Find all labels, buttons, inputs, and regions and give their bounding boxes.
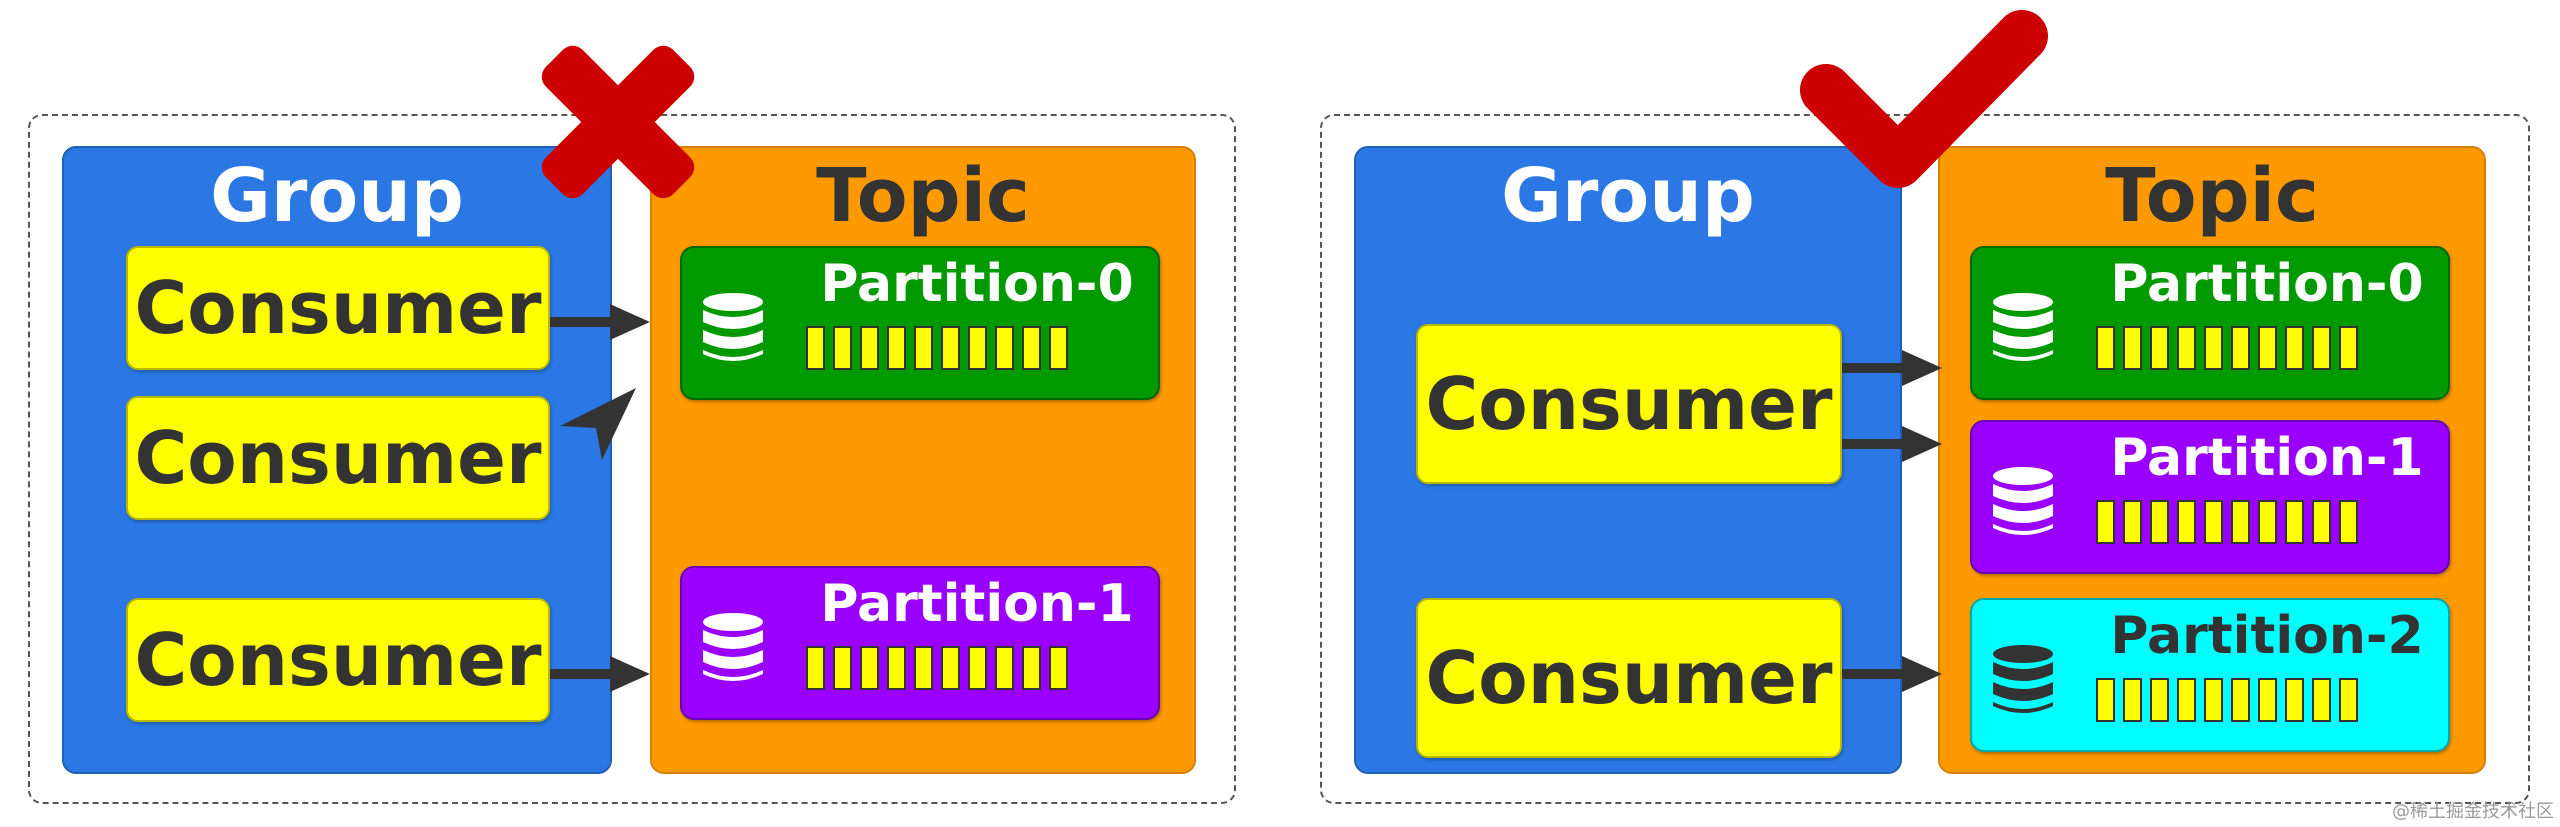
message-cell <box>995 646 1014 690</box>
right-partition-2: Partition-2 <box>1970 598 2450 752</box>
message-cell <box>2204 326 2223 370</box>
message-cell <box>2285 500 2304 544</box>
message-cell <box>968 326 987 370</box>
message-cell <box>2285 326 2304 370</box>
message-cell <box>860 646 879 690</box>
right-partition-0: Partition-0 <box>1970 246 2450 400</box>
message-cell <box>833 326 852 370</box>
message-cell <box>2258 678 2277 722</box>
message-cell <box>941 646 960 690</box>
partition-label: Partition-1 <box>820 574 1134 634</box>
message-cell <box>2231 678 2250 722</box>
arrow-consumer1-to-partition1 <box>1842 426 1942 462</box>
right-topic-title: Topic <box>2105 153 2319 239</box>
database-icon <box>703 293 763 361</box>
message-cell <box>2123 678 2142 722</box>
message-cell <box>2177 500 2196 544</box>
left-partition-0: Partition-0 <box>680 246 1160 400</box>
message-cell <box>968 646 987 690</box>
arrow-consumer3-to-partition1 <box>550 656 650 692</box>
message-cell <box>2258 326 2277 370</box>
arrow-consumer1-to-partition0 <box>1842 350 1942 386</box>
message-cell <box>2339 678 2358 722</box>
message-cells <box>806 646 1068 692</box>
message-cell <box>860 326 879 370</box>
message-cell <box>2096 678 2115 722</box>
arrow-consumer1-to-partition0 <box>550 304 650 340</box>
message-cell <box>2339 326 2358 370</box>
left-consumer-2: Consumer <box>126 396 550 520</box>
message-cell <box>2339 500 2358 544</box>
message-cell <box>2123 326 2142 370</box>
database-icon <box>1993 293 2053 361</box>
database-icon <box>1993 645 2053 713</box>
left-group-title: Group <box>210 153 464 239</box>
message-cell <box>2231 500 2250 544</box>
message-cell <box>887 326 906 370</box>
arrow-consumer2-blocked <box>560 388 636 460</box>
database-icon <box>1993 467 2053 535</box>
message-cells <box>2096 500 2358 546</box>
message-cells <box>806 326 1068 372</box>
message-cell <box>806 326 825 370</box>
left-consumer-3: Consumer <box>126 598 550 722</box>
message-cell <box>2312 326 2331 370</box>
right-partition-1: Partition-1 <box>1970 420 2450 574</box>
partition-label: Partition-2 <box>2110 606 2424 666</box>
right-consumer-2: Consumer <box>1416 598 1842 758</box>
message-cell <box>2177 326 2196 370</box>
message-cell <box>1049 646 1068 690</box>
message-cell <box>833 646 852 690</box>
message-cell <box>2123 500 2142 544</box>
database-icon <box>703 613 763 681</box>
message-cell <box>2096 500 2115 544</box>
message-cell <box>2150 500 2169 544</box>
message-cell <box>2150 326 2169 370</box>
partition-label: Partition-0 <box>2110 254 2424 314</box>
message-cells <box>2096 678 2358 724</box>
partition-label: Partition-1 <box>2110 428 2424 488</box>
message-cell <box>995 326 1014 370</box>
message-cell <box>914 326 933 370</box>
cross-mark-icon <box>541 45 695 199</box>
partition-label: Partition-0 <box>820 254 1134 314</box>
arrow-consumer2-to-partition2 <box>1842 656 1942 692</box>
message-cell <box>2204 500 2223 544</box>
message-cell <box>1049 326 1068 370</box>
message-cell <box>1022 646 1041 690</box>
message-cell <box>2177 678 2196 722</box>
message-cell <box>2285 678 2304 722</box>
message-cell <box>887 646 906 690</box>
message-cell <box>2204 678 2223 722</box>
message-cell <box>806 646 825 690</box>
message-cell <box>2150 678 2169 722</box>
watermark-text: @稀土掘金技术社区 <box>2392 801 2554 822</box>
message-cell <box>2096 326 2115 370</box>
message-cell <box>941 326 960 370</box>
left-consumer-1: Consumer <box>126 246 550 370</box>
right-group-title: Group <box>1501 153 1755 239</box>
left-topic-title: Topic <box>816 153 1030 239</box>
message-cell <box>914 646 933 690</box>
left-partition-1: Partition-1 <box>680 566 1160 720</box>
message-cell <box>2312 500 2331 544</box>
right-consumer-1: Consumer <box>1416 324 1842 484</box>
check-mark-icon <box>1800 10 2048 188</box>
message-cell <box>2258 500 2277 544</box>
message-cell <box>1022 326 1041 370</box>
message-cells <box>2096 326 2358 372</box>
message-cell <box>2231 326 2250 370</box>
message-cell <box>2312 678 2331 722</box>
